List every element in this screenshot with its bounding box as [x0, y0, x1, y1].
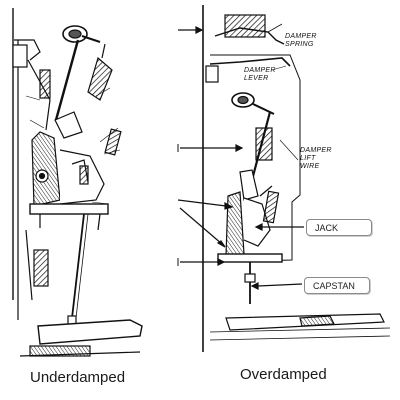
- overdamped-action-diagram: [202, 5, 391, 352]
- damper-spring-label: DAMPER SPRING: [285, 33, 319, 48]
- capstan-label: CAPSTAN: [313, 280, 355, 291]
- jack-label: JACK: [315, 222, 339, 233]
- damper-lever-label: DAMPER LEVER: [244, 67, 278, 82]
- capstan-callout: CAPSTAN: [304, 277, 370, 294]
- jack-callout: JACK: [306, 219, 372, 236]
- damper-lift-wire-label: DAMPER LIFT WIRE: [300, 147, 334, 170]
- pointer-arrows: [177, 26, 304, 290]
- underdamped-caption: Underdamped: [30, 369, 126, 386]
- overdamped-caption: Overdamped: [240, 366, 327, 383]
- underdamped-action-diagram: [12, 8, 143, 357]
